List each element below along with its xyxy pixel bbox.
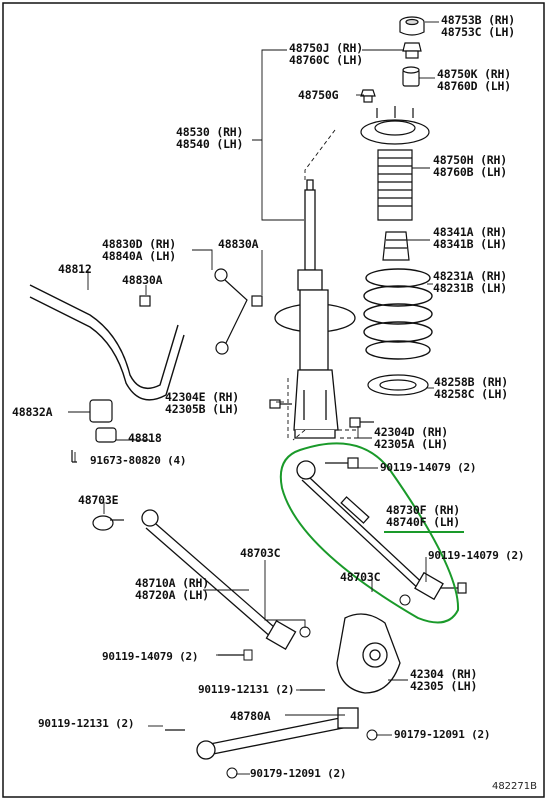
label-48753: 48753B (RH)48753C (LH) bbox=[441, 14, 515, 38]
label-line: 48720A (LH) bbox=[135, 588, 209, 602]
leader-lines bbox=[68, 21, 439, 775]
label-90119-c: 90119-14079 (2) bbox=[102, 650, 199, 663]
stabilizer-bolt bbox=[71, 450, 77, 463]
label-48780a: 48780A bbox=[230, 709, 271, 723]
label-line: 48760B (LH) bbox=[433, 165, 507, 179]
label-line: 48753C (LH) bbox=[441, 25, 515, 39]
label-48750g: 48750G bbox=[298, 88, 339, 102]
label-line: 48530 (RH) bbox=[176, 125, 244, 139]
label-48730f: 48730F (RH)48740F (LH) bbox=[386, 504, 460, 528]
bump-stop bbox=[382, 231, 410, 261]
label-line: 48830D (RH) bbox=[102, 237, 176, 251]
label-48750h: 48750H (RH)48760B (LH) bbox=[433, 154, 507, 178]
link-nut-c bbox=[366, 729, 378, 741]
stabilizer-bushing bbox=[89, 399, 117, 443]
label-48530: 48530 (RH)48540 (LH) bbox=[176, 126, 243, 150]
label-line: 48750J (RH) bbox=[289, 41, 363, 55]
spring-seat bbox=[367, 374, 429, 396]
label-48830a-lower: 48830A bbox=[122, 273, 163, 287]
label-48710a: 48710A (RH)48720A (LH) bbox=[135, 577, 209, 601]
label-48818: 48818 bbox=[128, 431, 162, 445]
label-48231: 48231A (RH)48231B (LH) bbox=[433, 270, 507, 294]
label-line: 42305B (LH) bbox=[165, 402, 239, 416]
label-line: 48341B (LH) bbox=[433, 237, 507, 251]
rear-lower-link bbox=[196, 707, 359, 760]
figure-id: 482271B bbox=[491, 781, 537, 792]
label-line: 48740F (LH) bbox=[386, 515, 460, 529]
label-48750k: 48750K (RH)48760D (LH) bbox=[437, 68, 511, 92]
link-bolt-b bbox=[440, 582, 467, 594]
label-90119-a: 90119-14079 (2) bbox=[380, 461, 477, 474]
label-line: 48540 (LH) bbox=[176, 137, 244, 151]
label-line: 48258B (RH) bbox=[434, 375, 508, 389]
dust-boot bbox=[377, 149, 413, 221]
stabilizer-link bbox=[139, 268, 263, 355]
support-plate bbox=[360, 106, 430, 145]
label-line: 48231A (RH) bbox=[433, 269, 507, 283]
label-48830a-upper: 48830A bbox=[218, 237, 259, 251]
label-line: 48760D (LH) bbox=[437, 79, 511, 93]
label-line: 48258C (LH) bbox=[434, 387, 508, 401]
label-line: 42304 (RH) bbox=[410, 667, 478, 681]
strut-bolt bbox=[349, 417, 374, 428]
strut-guide-2 bbox=[287, 378, 360, 439]
bracket-bolt bbox=[269, 399, 292, 409]
label-42304d: 42304D (RH)42305A (LH) bbox=[374, 426, 448, 450]
arm-bushing bbox=[92, 515, 124, 531]
label-48703e: 48703E bbox=[78, 493, 119, 507]
highlight-outline bbox=[279, 442, 460, 624]
label-line: 48730F (RH) bbox=[386, 503, 460, 517]
stabilizer-bar bbox=[29, 284, 185, 401]
label-91673: 91673-80820 (4) bbox=[90, 454, 187, 467]
label-line: 42304E (RH) bbox=[165, 390, 239, 404]
label-line: 48341A (RH) bbox=[433, 225, 507, 239]
lower-control-arm bbox=[141, 509, 297, 651]
small-nut bbox=[360, 89, 376, 103]
label-line: 48760C (LH) bbox=[289, 53, 363, 67]
label-line: 42305 (LH) bbox=[410, 679, 478, 693]
arm-nut bbox=[299, 626, 311, 638]
coil-spring bbox=[363, 268, 433, 360]
arm-bolt-head bbox=[243, 649, 253, 661]
label-line: 48840A (LH) bbox=[102, 249, 176, 263]
link-nut-b bbox=[226, 767, 238, 779]
label-42304: 42304 (RH)42305 (LH) bbox=[410, 668, 477, 692]
label-90119-12131-a: 90119-12131 (2) bbox=[198, 683, 295, 696]
lateral-link-no2 bbox=[296, 460, 444, 601]
label-90179-a: 90179-12091 (2) bbox=[394, 728, 491, 741]
label-90119-b: 90119-14079 (2) bbox=[428, 549, 525, 562]
label-48703c-right: 48703C bbox=[340, 570, 381, 584]
label-48341: 48341A (RH)48341B (LH) bbox=[433, 226, 507, 250]
label-line: 48710A (RH) bbox=[135, 576, 209, 590]
strut-dashed-guide bbox=[292, 129, 358, 441]
mount-bushing bbox=[402, 66, 420, 87]
link-bolt-a bbox=[325, 457, 359, 469]
shock-absorber bbox=[274, 179, 356, 439]
label-90179-b: 90179-12091 (2) bbox=[250, 767, 347, 780]
label-line: 42304D (RH) bbox=[374, 425, 448, 439]
upper-mount-cap bbox=[399, 16, 425, 36]
label-48832a: 48832A bbox=[12, 405, 53, 419]
label-line: 48231B (LH) bbox=[433, 281, 507, 295]
label-line: 48750K (RH) bbox=[437, 67, 511, 81]
label-42304e: 42304E (RH)42305B (LH) bbox=[165, 391, 239, 415]
link-nut-a bbox=[399, 594, 411, 606]
label-48812: 48812 bbox=[58, 262, 92, 276]
label-48703c-left: 48703C bbox=[240, 546, 281, 560]
label-90119-12131-b: 90119-12131 (2) bbox=[38, 717, 135, 730]
label-line: 48750H (RH) bbox=[433, 153, 507, 167]
label-line: 48753B (RH) bbox=[441, 13, 515, 27]
label-line: 42305A (LH) bbox=[374, 437, 448, 451]
label-48258: 48258B (RH)48258C (LH) bbox=[434, 376, 508, 400]
label-48750j: 48750J (RH)48760C (LH) bbox=[289, 42, 363, 66]
mount-nut bbox=[402, 42, 422, 59]
label-48830d: 48830D (RH)48840A (LH) bbox=[102, 238, 176, 262]
steering-knuckle bbox=[336, 613, 401, 694]
